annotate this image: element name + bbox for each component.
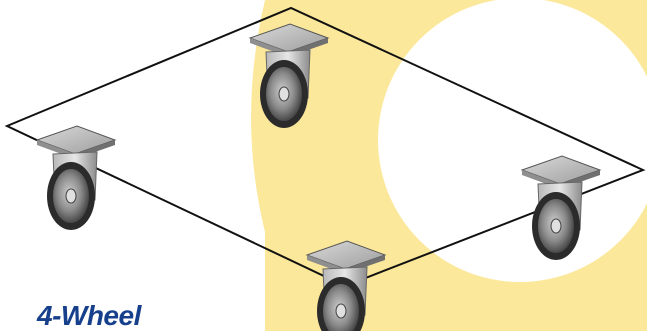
caption-title: 4-Wheel bbox=[37, 300, 141, 331]
wheel-axle bbox=[551, 219, 561, 233]
wheel-axle bbox=[66, 189, 76, 203]
wheel-axle bbox=[279, 87, 289, 101]
caster-left bbox=[37, 126, 115, 230]
wheel-axle bbox=[336, 304, 346, 318]
top-plate bbox=[37, 126, 115, 154]
